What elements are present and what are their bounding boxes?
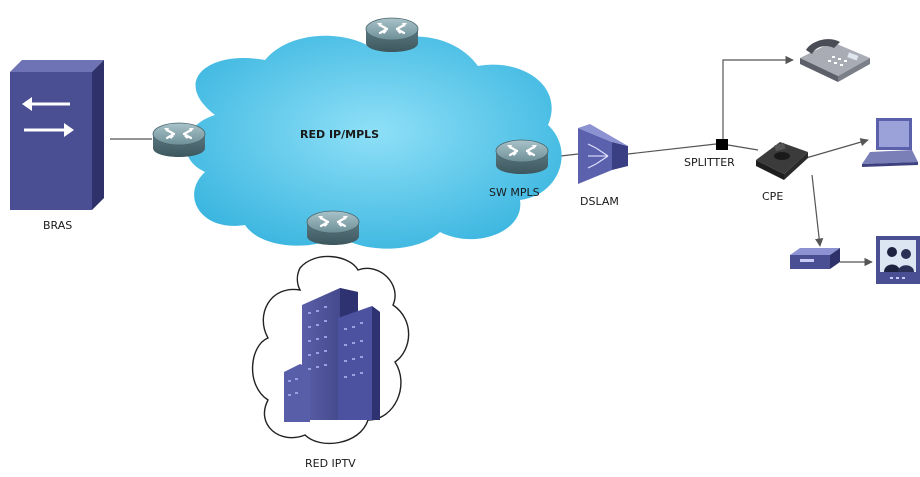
label-red-ip-mpls: RED IP/MPLS [300,128,380,141]
label-splitter: SPLITTER [684,156,735,169]
television-icon [876,236,920,284]
set-top-box-icon [790,248,840,269]
dslam-icon [578,124,628,184]
ip-mpls-cloud [185,35,562,249]
modem-icon [756,142,808,180]
splitter-icon [716,139,728,150]
telephone-icon [800,39,870,82]
link-cpe-settop [811,174,824,247]
links [110,55,873,267]
router-icon [305,209,361,247]
server-rack-icon [10,60,104,210]
link-splitter-cpe [727,144,759,151]
label-red-iptv: RED IPTV [305,457,356,470]
link-splitter-phone [722,55,794,140]
link-cpe-laptop [805,138,869,159]
router-icon [364,16,420,54]
label-sw-mpls: SW MPLS [489,186,540,199]
building-icon [284,288,380,422]
label-cpe: CPE [762,190,784,203]
label-bras: BRAS [43,219,73,232]
router-icon [494,138,550,176]
link-dslam-splitter [627,143,717,155]
laptop-icon [862,118,918,167]
router-icon [151,121,207,159]
label-dslam: DSLAM [580,195,619,208]
